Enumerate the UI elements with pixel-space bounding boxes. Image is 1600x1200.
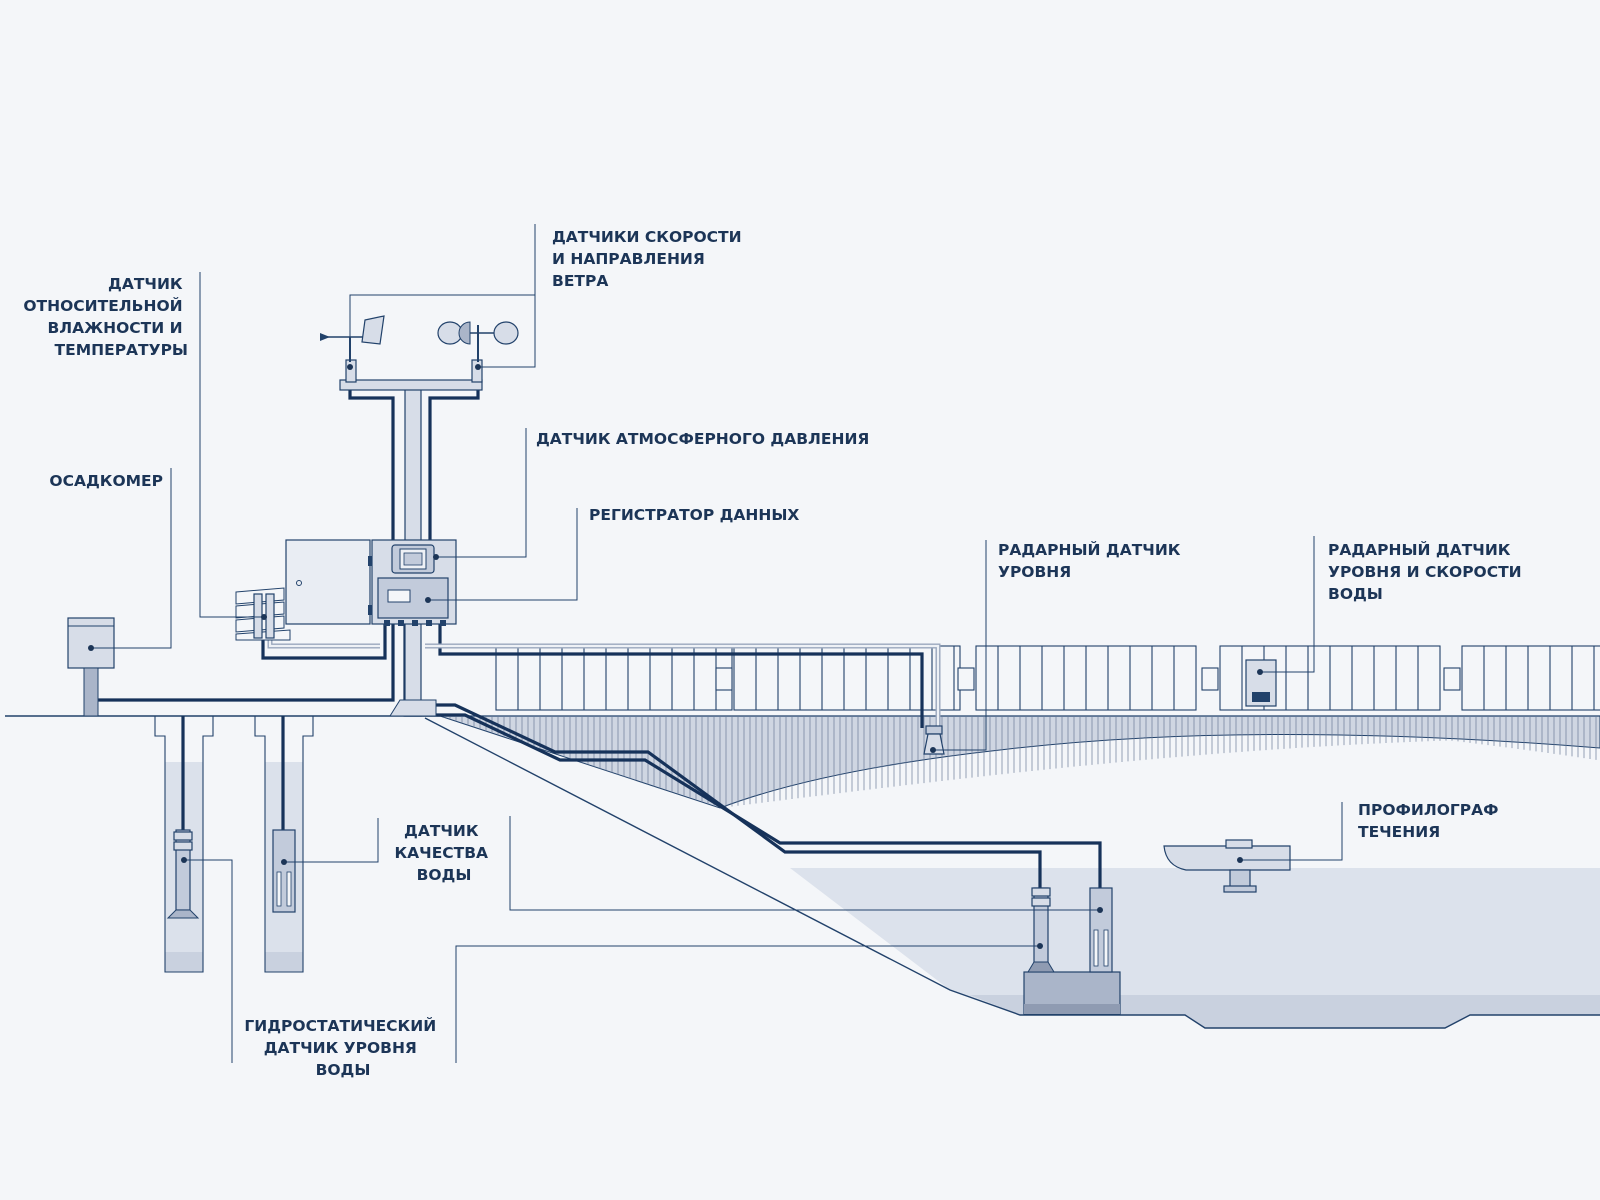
radar-sensor-icon: [923, 725, 945, 755]
river-probe-base: [1023, 971, 1121, 1015]
label-radar-velocity: РАДАРНЫЙ ДАТЧИК УРОВНЯ И СКОРОСТИ ВОДЫ: [1328, 540, 1527, 603]
label-rain-gauge: ОСАДКОМЕР: [49, 472, 163, 490]
label-water-quality: ДАТЧИК КАЧЕСТВА ВОДЫ: [395, 822, 494, 884]
data-logger-icon: [377, 577, 449, 626]
river-water: [424, 717, 1600, 1029]
current-profiler-icon: [1163, 839, 1291, 893]
water-quality-probe-icon: [272, 829, 296, 913]
submersible-probe-icon: [166, 829, 200, 919]
wind-vane-icon: [320, 315, 385, 362]
barometer-icon: [391, 544, 435, 574]
label-wind-sensors: ДАТЧИКИ СКОРОСТИ И НАПРАВЛЕНИЯ ВЕТРА: [552, 228, 747, 290]
weather-mast: [339, 359, 483, 717]
leader-dots: [88, 364, 1263, 949]
label-current-profiler: ПРОФИЛОГРАФ ТЕЧЕНИЯ: [1358, 801, 1504, 841]
river-hydrostatic-probe-icon: [1027, 887, 1055, 973]
bridge: [439, 645, 1600, 809]
radar-velocity-sensor-icon: [1245, 659, 1277, 707]
label-humidity-sensor: ДАТЧИК ОТНОСИТЕЛЬНОЙ ВЛАЖНОСТИ И ТЕМПЕРА…: [23, 275, 188, 359]
label-hydrostatic-sensor: ГИДРОСТАТИЧЕСКИЙ ДАТЧИК УРОВНЯ ВОДЫ: [244, 1016, 441, 1079]
radiation-shield-icon: [235, 587, 291, 641]
label-pressure-sensor: ДАТЧИК АТМОСФЕРНОГО ДАВЛЕНИЯ: [536, 430, 869, 448]
rain-gauge-icon: [67, 617, 115, 717]
label-data-logger: РЕГИСТРАТОР ДАННЫХ: [589, 506, 799, 524]
label-radar-level: РАДАРНЫЙ ДАТЧИК УРОВНЯ: [998, 540, 1186, 581]
river-quality-probe-icon: [1089, 887, 1113, 973]
leader-lines: [91, 224, 1343, 1063]
anemometer-icon: [437, 321, 519, 362]
